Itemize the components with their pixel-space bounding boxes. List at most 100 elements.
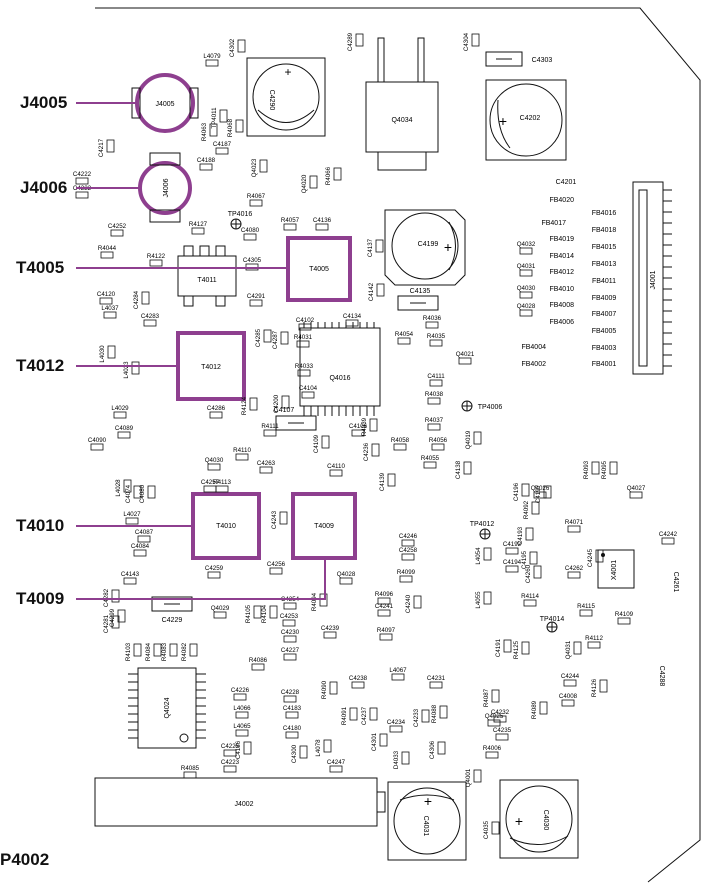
component-label: C4194	[503, 559, 522, 566]
component-label: C4302	[229, 38, 236, 57]
tp4014-label: TP4014	[540, 616, 565, 623]
component-a188: R4089	[531, 700, 548, 719]
component-a171: R4039	[361, 417, 378, 436]
component-a147: Q4030	[517, 285, 536, 299]
component-label: C4142	[368, 282, 375, 301]
component-a111: R4126	[591, 678, 608, 697]
component-label: C4236	[363, 442, 370, 461]
component-a115: C4225	[221, 743, 240, 757]
component-a39: Q4021	[456, 351, 475, 365]
component-a14: C4222	[73, 171, 92, 185]
component-label: C4222	[73, 171, 92, 178]
component-label: R4044	[98, 245, 117, 252]
component-label: R4085	[181, 765, 200, 772]
component-a78: C4253	[280, 613, 299, 627]
component-a46: C4286	[207, 405, 226, 419]
component-a90: C4196	[513, 482, 530, 501]
component-a37: R4035	[427, 333, 446, 347]
component-label: C4260	[525, 564, 532, 583]
component-a91: C4197	[535, 484, 552, 503]
svg-text:FB4014: FB4014	[549, 253, 574, 260]
component-a174: R4124	[241, 396, 258, 415]
component-label: Q4023	[251, 158, 258, 177]
component-a11: Q4020	[301, 174, 318, 193]
component-label: R4089	[531, 700, 538, 719]
component-a62: C4243	[271, 510, 288, 529]
component-a50: C4089	[115, 425, 134, 439]
component-label: Q4031	[517, 263, 536, 270]
component-label: C4283	[141, 313, 160, 320]
component-a120: R4090	[321, 680, 338, 699]
component-a104: R4109	[615, 611, 634, 625]
component-label: R4088	[431, 704, 438, 723]
component-a172: C4109	[313, 434, 330, 453]
component-a86: Q4026	[531, 485, 550, 499]
component-label: Q4028	[517, 303, 536, 310]
component-a15: C4252	[108, 223, 127, 237]
component-a181: R4103	[125, 642, 142, 661]
t4012-label: T4012	[201, 364, 221, 371]
component-label: C4263	[257, 460, 276, 467]
component-label: R4094	[311, 592, 318, 611]
component-label: R4066	[325, 166, 332, 185]
component-label: R4096	[375, 591, 394, 598]
j4006-part: J4006	[138, 152, 192, 223]
component-a106: C4191	[495, 638, 512, 657]
component-label: Q4028	[337, 571, 356, 578]
component-a118: C4183	[283, 705, 302, 719]
component-a129: R4087	[483, 688, 500, 707]
component-label: C4087	[135, 529, 154, 536]
component-a116: C4223	[221, 759, 240, 773]
component-label: R4111	[261, 423, 279, 430]
component-label: L4028	[115, 479, 122, 497]
c4202-label: C4202	[520, 115, 541, 122]
component-a41: R4038	[425, 391, 444, 405]
q4024-part: Q4024	[128, 667, 206, 749]
component-a92: R4092	[523, 500, 540, 519]
component-a142: R4085	[181, 765, 200, 779]
component-a137: C4301	[371, 732, 388, 751]
t4009-label: T4009	[314, 523, 334, 530]
component-label: C4256	[267, 561, 286, 568]
callout-p4002: P4002	[0, 850, 50, 869]
c4199-part: + C4199	[384, 209, 466, 286]
component-a70: L4027	[123, 511, 141, 525]
component-label: Q4032	[517, 241, 536, 248]
component-label: C4289	[347, 32, 354, 51]
c4290-label: C4290	[268, 90, 275, 111]
component-label: R4031	[294, 334, 313, 341]
component-a189: C4193	[517, 526, 534, 545]
component-label: C4244	[561, 673, 580, 680]
component-label: R4038	[425, 391, 444, 398]
component-a121: R4091	[341, 706, 358, 725]
component-label: C4286	[207, 405, 226, 412]
component-a71: C4087	[135, 529, 154, 543]
component-a65: R4099	[397, 569, 416, 583]
component-a145: Q4032	[517, 241, 536, 255]
component-a146: Q4031	[517, 263, 536, 277]
component-a114: L4065	[233, 723, 251, 737]
component-a99: C4262	[565, 565, 584, 579]
component-label: R4113	[213, 479, 231, 486]
component-label: C4252	[108, 223, 127, 230]
component-label: C4259	[205, 565, 224, 572]
component-label: R4097	[377, 627, 396, 634]
c4229-part: C4229	[151, 596, 193, 624]
component-a101: L4055	[475, 591, 492, 609]
component-a105: R4112	[585, 635, 603, 649]
component-label: L4066	[233, 705, 251, 712]
component-label: L4030	[99, 345, 106, 363]
component-label: R4110	[233, 447, 251, 454]
component-a190: C4195	[521, 550, 538, 569]
component-a31: C4134	[343, 313, 362, 327]
component-a88: R4093	[583, 460, 600, 479]
svg-text:FB4005: FB4005	[592, 328, 617, 335]
component-a180: C4281	[103, 614, 120, 633]
component-a10: Q4023	[251, 158, 268, 177]
component-label: C4195	[521, 550, 528, 569]
component-label: R4035	[427, 333, 446, 340]
component-label: R4090	[321, 680, 328, 699]
svg-text:+: +	[499, 113, 507, 129]
component-a25: C4120	[97, 291, 116, 305]
